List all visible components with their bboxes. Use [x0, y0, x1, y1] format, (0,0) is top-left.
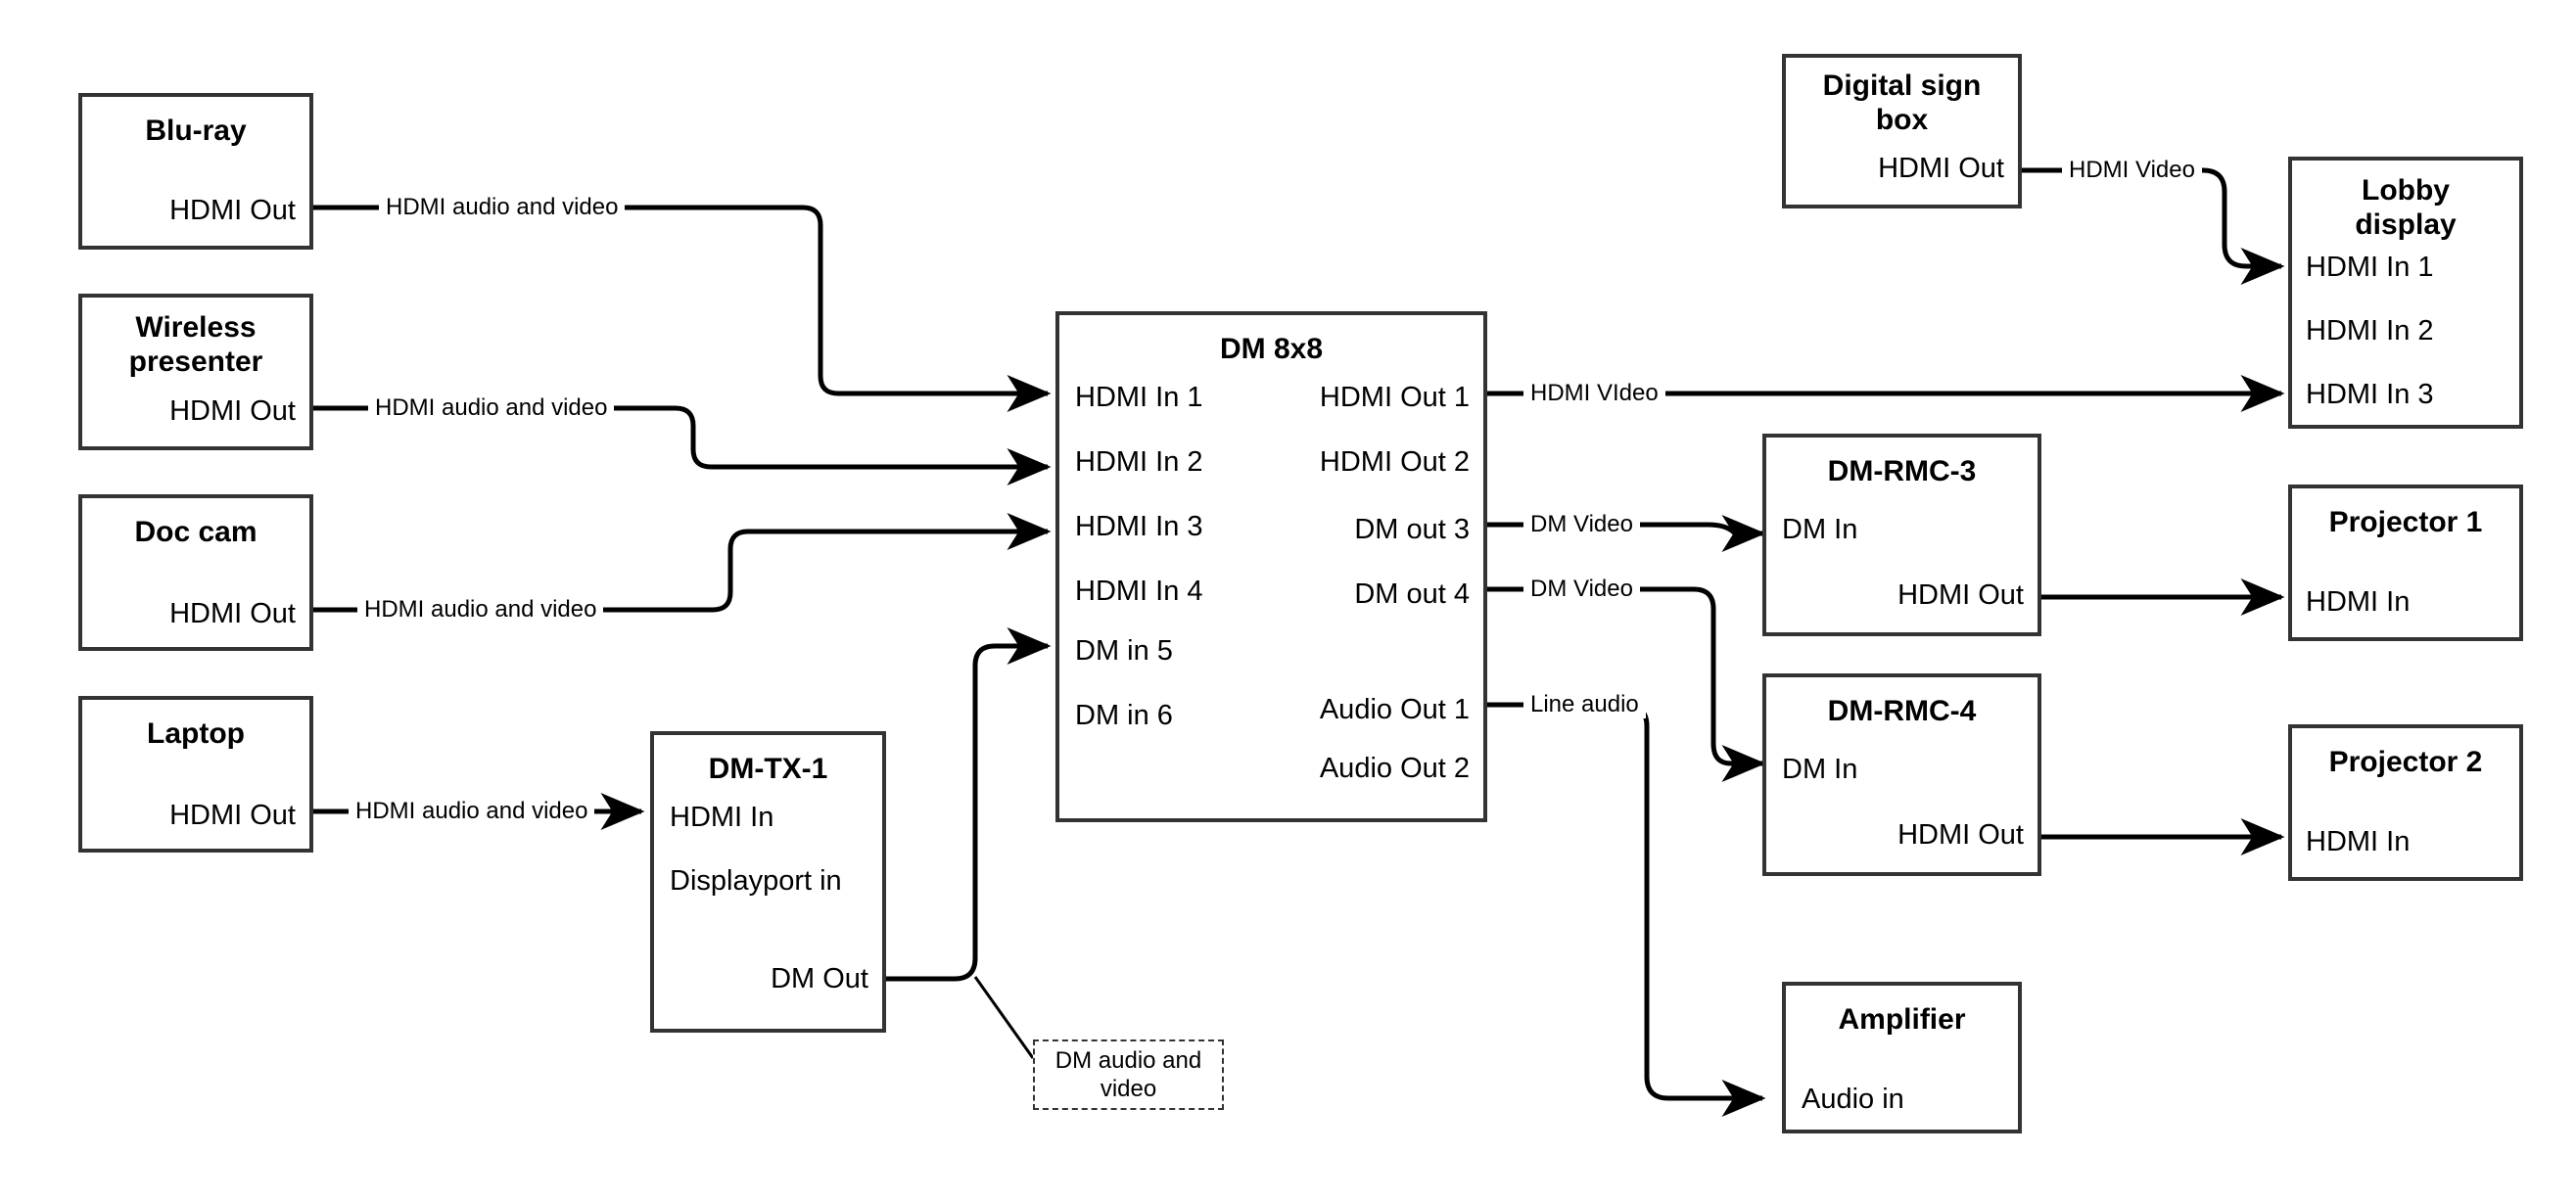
node-wireless-presenter-title: Wireless presenter: [128, 311, 263, 378]
node-dm-tx-1[interactable]: DM-TX-1 HDMI In Displayport in DM Out: [650, 731, 886, 1033]
edge-label-laptop: HDMI audio and video: [349, 798, 595, 825]
port-lobby-hdmi-in-2: HDMI In 2: [2306, 315, 2434, 346]
port-dm8x8-hdmi-out-2: HDMI Out 2: [1319, 446, 1470, 478]
wire-wireless-to-dm8x8-in2: [313, 405, 1052, 485]
port-doccam-hdmi-out: HDMI Out: [169, 598, 296, 629]
port-dm8x8-dm-out-3: DM out 3: [1354, 514, 1470, 545]
wire-dm8x8-out4-to-dmrmc4: [1487, 586, 1766, 782]
port-dm8x8-audio-out-2: Audio Out 2: [1319, 753, 1470, 784]
port-laptop-hdmi-out: HDMI Out: [169, 800, 296, 831]
node-amplifier[interactable]: Amplifier Audio in: [1782, 982, 2022, 1133]
port-dm8x8-audio-out-1: Audio Out 1: [1319, 694, 1470, 725]
node-lobby-display-title: Lobby display: [2355, 174, 2457, 241]
port-dm8x8-hdmi-in-2: HDMI In 2: [1075, 446, 1203, 478]
port-dmrmc4-hdmi-out: HDMI Out: [1897, 819, 2024, 851]
node-dm-rmc-3[interactable]: DM-RMC-3 DM In HDMI Out: [1762, 434, 2041, 636]
edge-label-line-audio: Line audio: [1523, 691, 1646, 718]
node-dm-8x8-title: DM 8x8: [1219, 333, 1324, 365]
edge-label-dm-video-out3: DM Video: [1523, 511, 1640, 538]
node-laptop[interactable]: Laptop HDMI Out: [78, 696, 313, 853]
wire-sign-to-lobby-in1: [2022, 167, 2285, 285]
port-projector2-hdmi-in: HDMI In: [2306, 826, 2411, 857]
edge-label-hdmi-video-out1: HDMI VIdeo: [1523, 380, 1665, 407]
port-dm8x8-hdmi-in-4: HDMI In 4: [1075, 576, 1203, 607]
wire-dmtx1-to-dm8x8-in5: [886, 627, 1052, 982]
port-projector1-hdmi-in: HDMI In: [2306, 586, 2411, 618]
wire-doccam-to-dm8x8-in3: [313, 513, 1052, 613]
port-dm8x8-hdmi-in-1: HDMI In 1: [1075, 382, 1203, 413]
node-lobby-display[interactable]: Lobby display HDMI In 1 HDMI In 2 HDMI I…: [2288, 157, 2523, 429]
node-digital-sign-box[interactable]: Digital sign box HDMI Out: [1782, 54, 2022, 208]
port-dmtx1-displayport-in: Displayport in: [670, 865, 842, 897]
port-dmtx1-hdmi-in: HDMI In: [670, 802, 774, 833]
node-doc-cam-title: Doc cam: [134, 516, 258, 548]
node-dm-tx-1-title: DM-TX-1: [708, 753, 828, 785]
node-dm-rmc-3-title: DM-RMC-3: [1827, 455, 1977, 487]
port-lobby-hdmi-in-3: HDMI In 3: [2306, 379, 2434, 410]
edge-label-doccam: HDMI audio and video: [357, 596, 604, 624]
node-bluray[interactable]: Blu-ray HDMI Out: [78, 93, 313, 250]
node-digital-sign-box-title: Digital sign box: [1822, 69, 1982, 136]
port-dmrmc3-hdmi-out: HDMI Out: [1897, 579, 2024, 611]
port-dm8x8-dm-out-4: DM out 4: [1354, 578, 1470, 610]
port-dmrmc4-dm-in: DM In: [1782, 754, 1858, 785]
port-dm8x8-dm-in-6: DM in 6: [1075, 700, 1173, 731]
node-dm-rmc-4[interactable]: DM-RMC-4 DM In HDMI Out: [1762, 673, 2041, 876]
node-wireless-presenter[interactable]: Wireless presenter HDMI Out: [78, 294, 313, 450]
port-dm8x8-hdmi-out-1: HDMI Out 1: [1319, 382, 1470, 413]
node-dm-8x8[interactable]: DM 8x8 HDMI In 1 HDMI In 2 HDMI In 3 HDM…: [1055, 311, 1487, 822]
port-digitalsign-hdmi-out: HDMI Out: [1878, 153, 2004, 184]
edge-label-wireless: HDMI audio and video: [368, 394, 615, 422]
node-projector-2-title: Projector 2: [2328, 746, 2483, 778]
port-wireless-hdmi-out: HDMI Out: [169, 395, 296, 427]
node-projector-1-title: Projector 1: [2328, 506, 2483, 538]
node-dm-rmc-4-title: DM-RMC-4: [1827, 695, 1977, 727]
node-projector-2[interactable]: Projector 2 HDMI In: [2288, 724, 2523, 881]
edge-label-dm-video-out4: DM Video: [1523, 576, 1640, 603]
port-amplifier-audio-in: Audio in: [1802, 1084, 1904, 1115]
port-dm8x8-hdmi-in-3: HDMI In 3: [1075, 511, 1203, 542]
wire-dm8x8-out3-to-dmrmc3: [1487, 515, 1766, 552]
port-dm8x8-dm-in-5: DM in 5: [1075, 635, 1173, 667]
port-dmrmc3-dm-in: DM In: [1782, 514, 1858, 545]
node-laptop-title: Laptop: [147, 717, 245, 750]
node-bluray-title: Blu-ray: [145, 115, 247, 147]
callout-dm-audio-and-video: DM audio and video: [1033, 1039, 1224, 1110]
port-dmtx1-dm-out: DM Out: [771, 963, 868, 994]
wire-bluray-to-dm8x8-in1: [313, 205, 1052, 412]
port-lobby-hdmi-in-1: HDMI In 1: [2306, 252, 2434, 283]
port-bluray-hdmi-out: HDMI Out: [169, 195, 296, 226]
leader-dm-audio-video-callout: [973, 976, 1035, 1059]
edge-label-bluray: HDMI audio and video: [379, 194, 626, 221]
node-doc-cam[interactable]: Doc cam HDMI Out: [78, 494, 313, 651]
node-amplifier-title: Amplifier: [1838, 1003, 1966, 1036]
node-projector-1[interactable]: Projector 1 HDMI In: [2288, 485, 2523, 641]
edge-label-hdmi-video-sign: HDMI Video: [2062, 157, 2202, 184]
